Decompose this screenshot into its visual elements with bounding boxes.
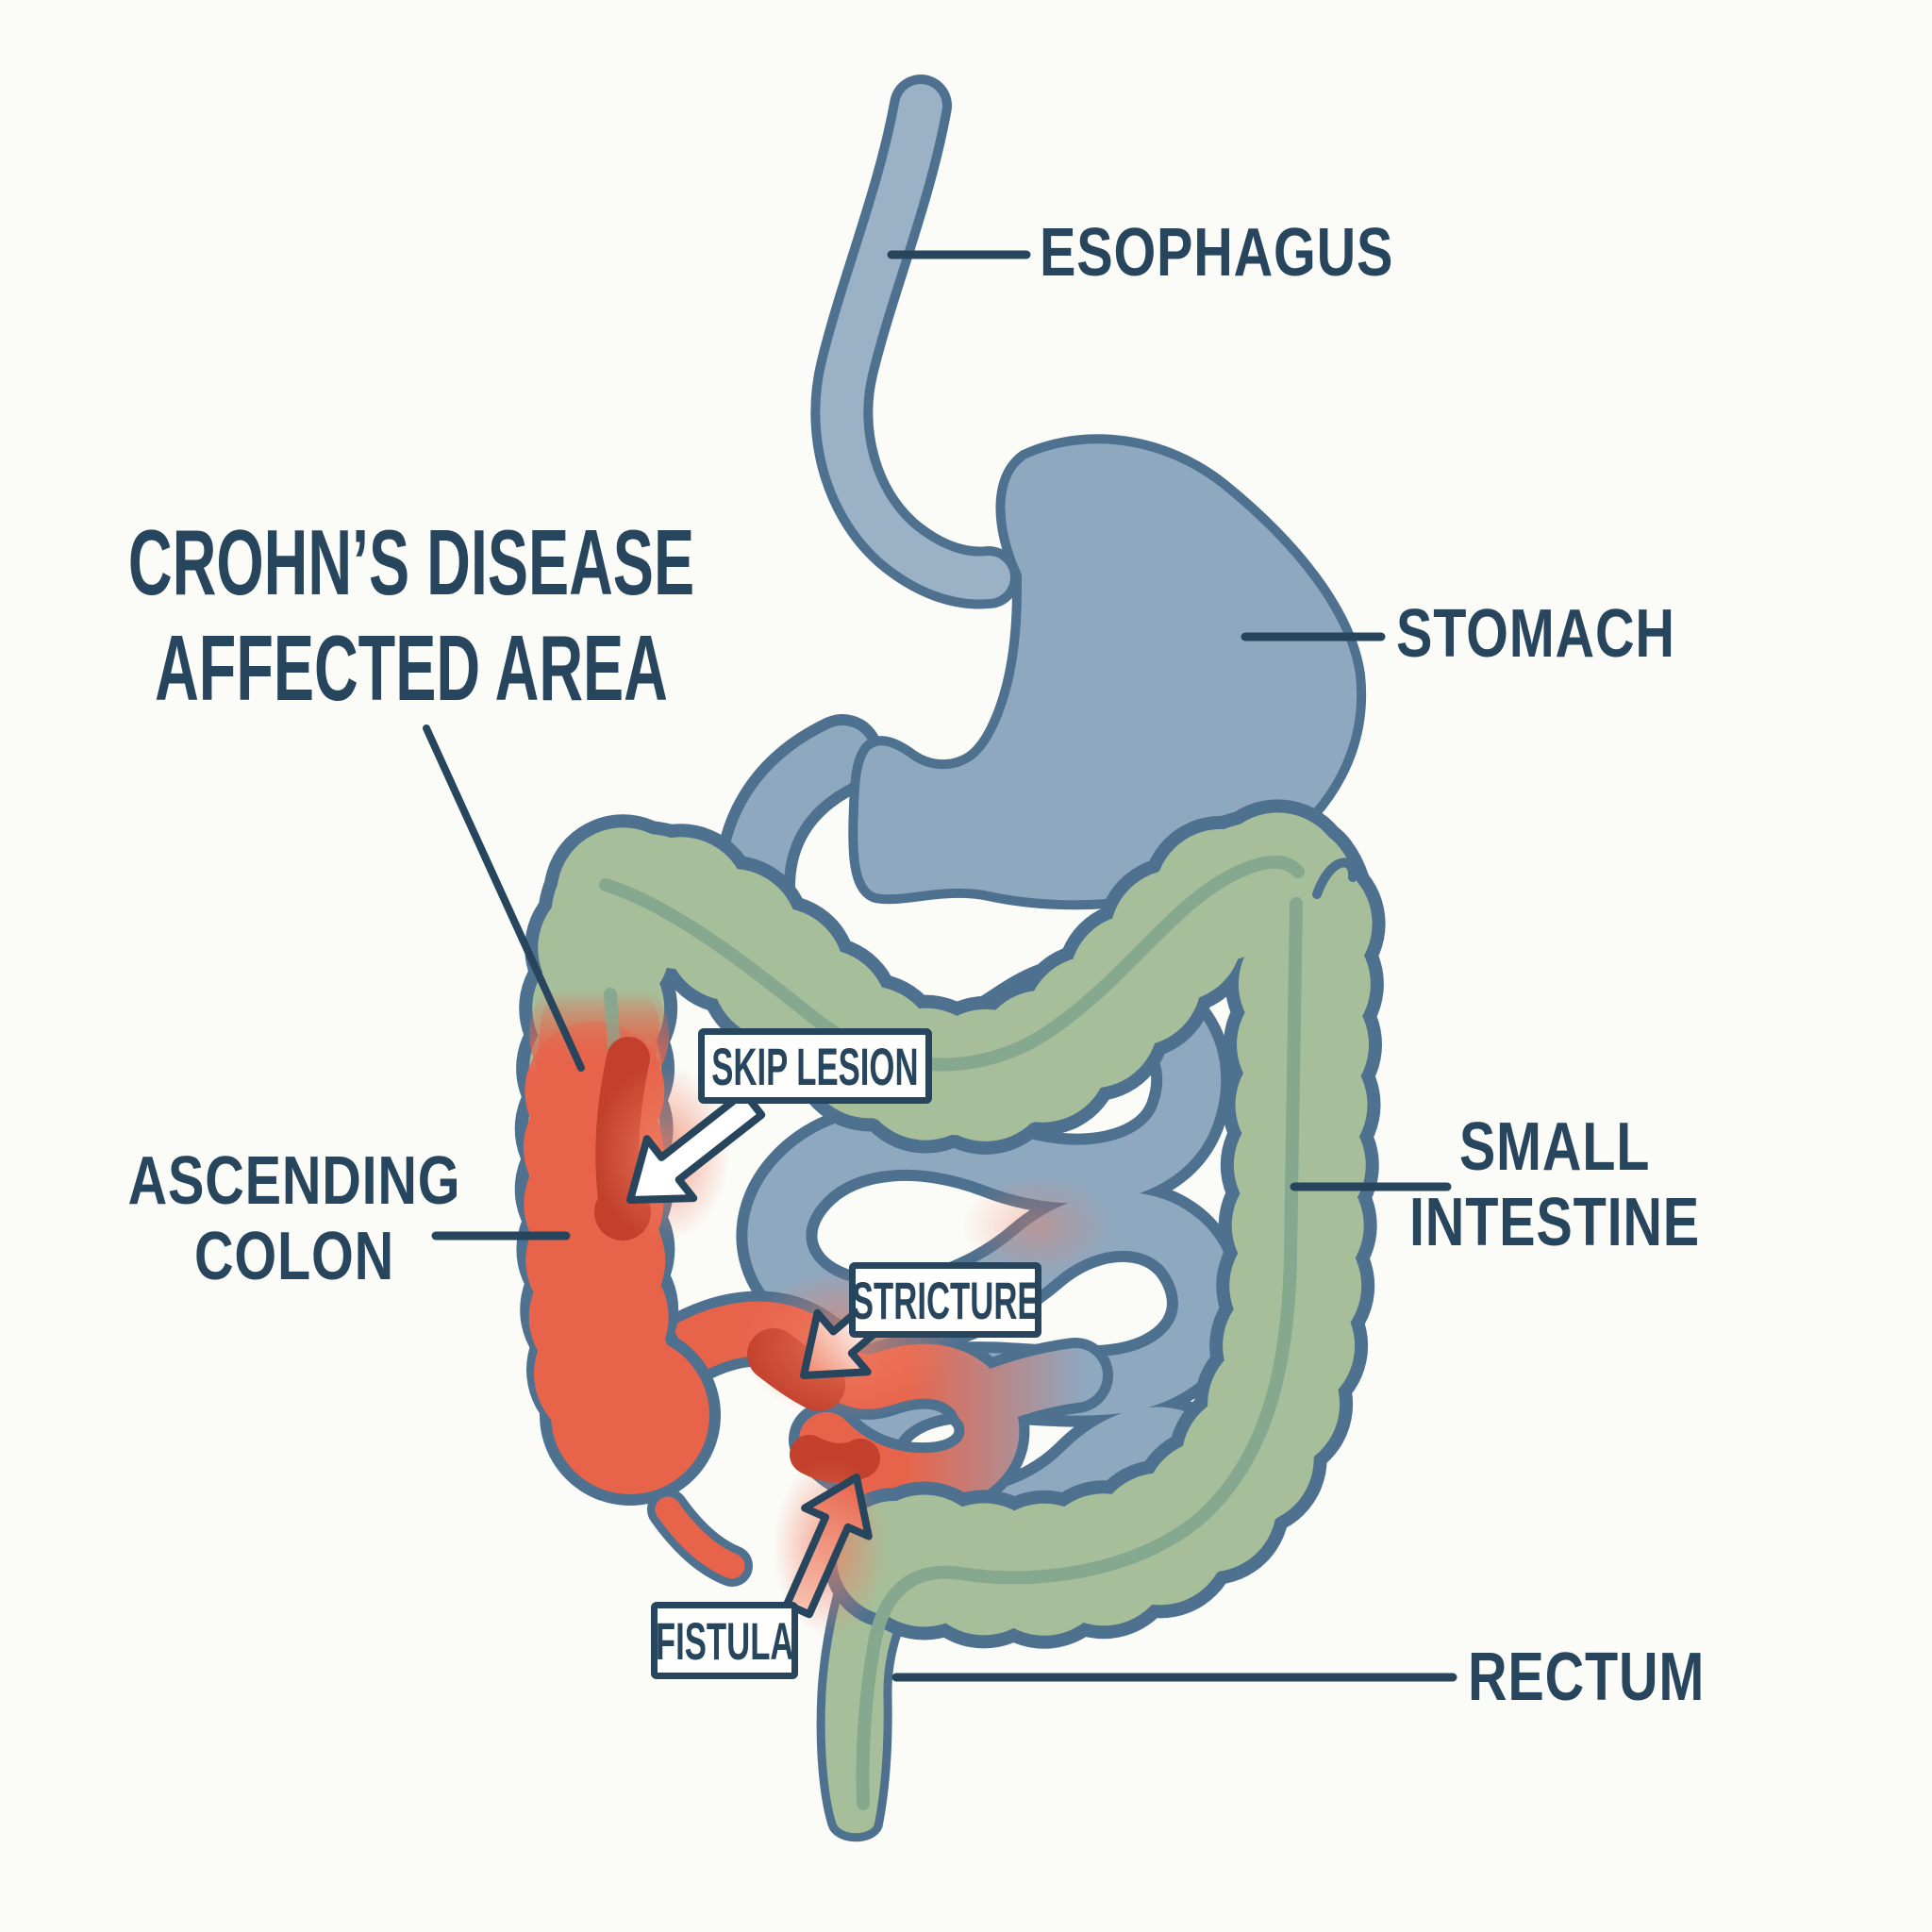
stomach-shape — [848, 434, 1366, 910]
skip-lesion-callout: SKIP LESION — [698, 1028, 932, 1104]
fistula-callout: FISTULA — [651, 1602, 798, 1679]
leader-lines — [423, 250, 1457, 1682]
title-line2: AFFECTED AREA — [155, 616, 668, 720]
appendix-shape — [668, 1509, 732, 1566]
stomach-label: STOMACH — [1396, 596, 1675, 672]
skip-lesion-arrow — [626, 1089, 766, 1204]
fistula-arrow — [783, 1474, 873, 1619]
splenic-flexure-curl — [1312, 858, 1358, 899]
rectum-label: RECTUM — [1468, 1640, 1706, 1715]
title-line1: CROHN’S DISEASE — [127, 510, 695, 614]
small-intestine-label: SMALL INTESTINE — [1408, 1109, 1701, 1260]
ascending-colon-label: ASCENDING COLON — [127, 1143, 461, 1294]
esophagus-label: ESOPHAGUS — [1040, 215, 1394, 291]
title-pointer-line — [423, 724, 585, 1072]
stricture-callout: STRICTURE — [849, 1262, 1041, 1338]
diagram-title: CROHN’S DISEASE AFFECTED AREA — [0, 509, 841, 721]
esophagus-shape — [841, 106, 989, 578]
